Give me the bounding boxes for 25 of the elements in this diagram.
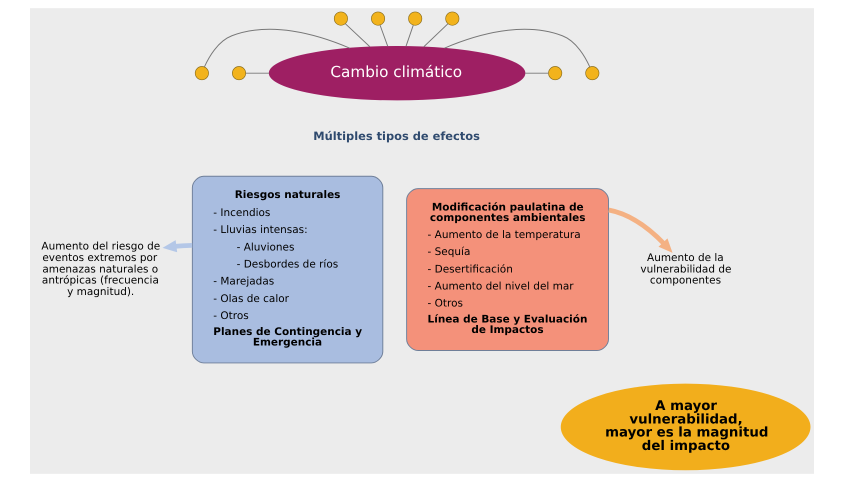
node-circle [194,66,208,80]
node-text: Aumento del riesgo de eventos extremos por amenazas naturales o antrópicas (frecuencia y magnitud). [40,240,160,298]
node-circle [444,12,459,26]
node-ellipse: A mayor vulnerabilidad, mayor es la magnitud del impacto [560,384,810,470]
node-circle [584,66,599,80]
label: Múltiples tipos de efectos [312,129,480,144]
connector [203,28,350,68]
arrow [608,208,672,253]
connector [524,72,548,74]
connector [443,28,590,68]
node-text: Aumento de la vulnerabilidad de componentes [640,252,731,287]
connector [244,72,270,74]
node-circle [333,12,348,26]
node-circle [232,66,246,80]
connector [405,24,414,47]
node-box: Modificación paulatina de componentes ambientales - Aumento de la temperatura - Sequía - Desertificación - Aumento del nivel del mar - Otros Línea de Base y Evaluación de Impactos [406,188,608,352]
connector [422,23,448,48]
node-circle [408,12,422,26]
arrow [162,240,192,252]
node-circle [548,66,562,80]
connector [379,24,388,47]
connector [344,23,370,48]
node-ellipse: Cambio climático [268,46,525,100]
node-box: Riesgos naturales - Incendios - Lluvias intensas: - Aluviones - Desbordes de ríos - Marejadas - Olas de calor - Otros Planes de Contingencia y Emergencia [191,176,383,364]
node-circle [370,12,385,26]
